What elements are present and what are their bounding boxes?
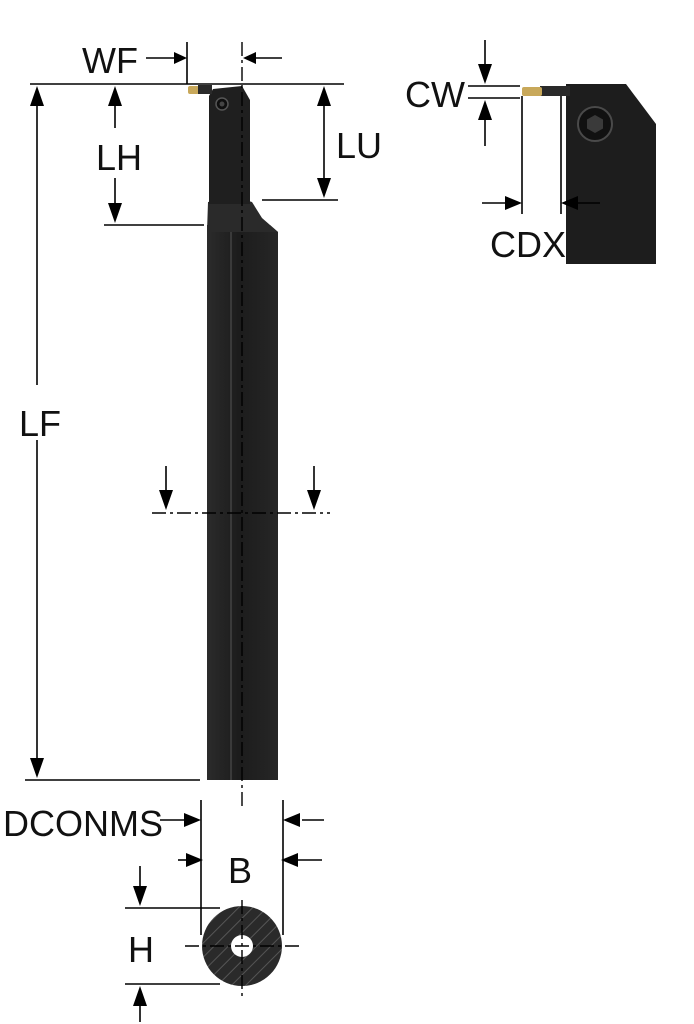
boring-bar	[188, 85, 278, 780]
h-dimension	[125, 866, 220, 1022]
lh-dimension	[104, 86, 204, 226]
lh-label: LH	[96, 137, 142, 178]
cdx-label: CDX	[490, 224, 566, 265]
lu-label: LU	[336, 125, 382, 166]
dconms-label: DCONMS	[3, 803, 163, 844]
wf-label: WF	[82, 40, 138, 81]
top-view-insert	[522, 87, 542, 96]
lu-dimension	[262, 86, 338, 201]
wf-dimension	[146, 42, 282, 84]
lf-dimension	[25, 86, 200, 781]
cw-label: CW	[405, 74, 465, 115]
cdx-dimension	[482, 96, 600, 214]
top-view-screw-hex	[587, 115, 603, 133]
bar-head	[209, 86, 250, 204]
top-view-insert-seat	[540, 86, 570, 96]
section-arrows	[159, 466, 321, 510]
h-label: H	[128, 929, 154, 970]
b-dimension	[178, 853, 322, 867]
dconms-dimension	[160, 800, 324, 935]
lf-label: LF	[19, 403, 61, 444]
bar-neck-transition	[207, 199, 278, 232]
cross-section	[185, 900, 300, 1000]
insert-seat	[198, 85, 212, 94]
cutting-insert	[188, 86, 199, 94]
top-view-head	[566, 84, 656, 264]
top-view-detail	[522, 84, 656, 264]
cw-dimension	[468, 40, 520, 146]
clamp-screw-hex	[219, 101, 225, 107]
b-label: B	[228, 850, 252, 891]
